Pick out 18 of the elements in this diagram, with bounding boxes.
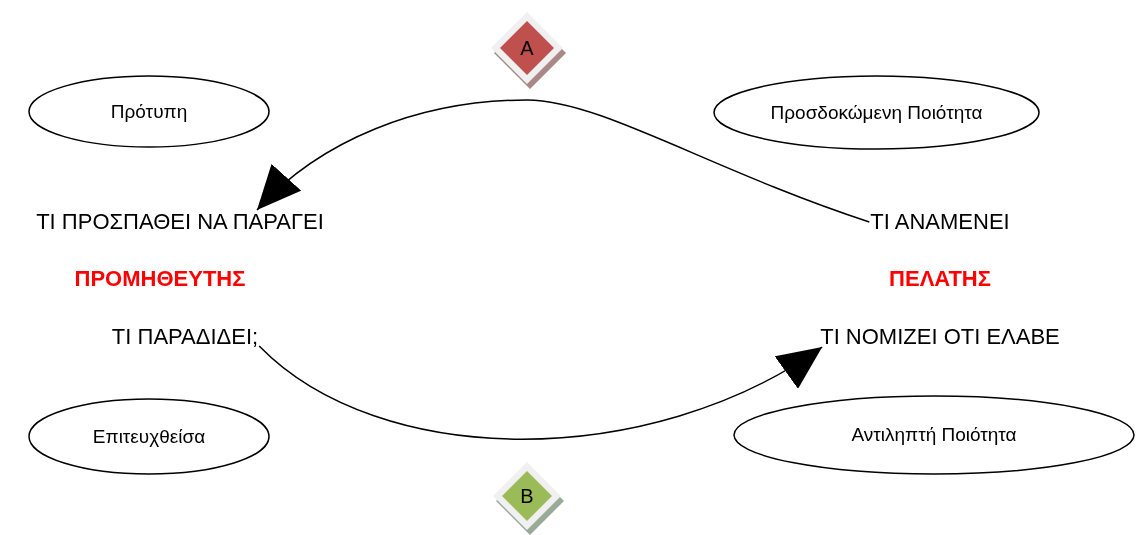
- curved-arrow: [256, 99, 871, 223]
- question-text: ΤΙ ΠΡΟΣΠΑΘΕΙ ΝΑ ΠΑΡΑΓΕΙ: [36, 209, 324, 235]
- question-text: ΤΙ ΝΟΜΙΖΕΙ ΟΤΙ ΕΛΑΒΕ: [820, 324, 1060, 350]
- node-label: Πρότυπη: [110, 100, 188, 123]
- ellipse-node: [28, 75, 270, 148]
- question-text: ΤΙ ΠΑΡΑΔΙΔΕΙ;: [111, 324, 259, 350]
- badge-letter: A: [520, 36, 534, 60]
- question-text: ΤΙ ΑΝΑΜΕΝΕΙ: [870, 209, 1010, 235]
- badge-letter: B: [520, 484, 534, 508]
- curved-arrow: [258, 345, 823, 440]
- role-heading: ΠΡΟΜΗΘΕΥΤΗΣ: [74, 266, 246, 292]
- ellipse-node: [28, 398, 270, 475]
- node-label: Επιτευχθείσα: [92, 425, 206, 448]
- node-label: Αντιληπτή Ποιότητα: [851, 424, 1017, 446]
- role-heading: ΠΕΛΑΤΗΣ: [889, 266, 991, 292]
- ellipse-node: [733, 395, 1135, 475]
- ellipse-node: [713, 75, 1040, 150]
- node-label: Προσδοκώμενη Ποιότητα: [770, 101, 983, 124]
